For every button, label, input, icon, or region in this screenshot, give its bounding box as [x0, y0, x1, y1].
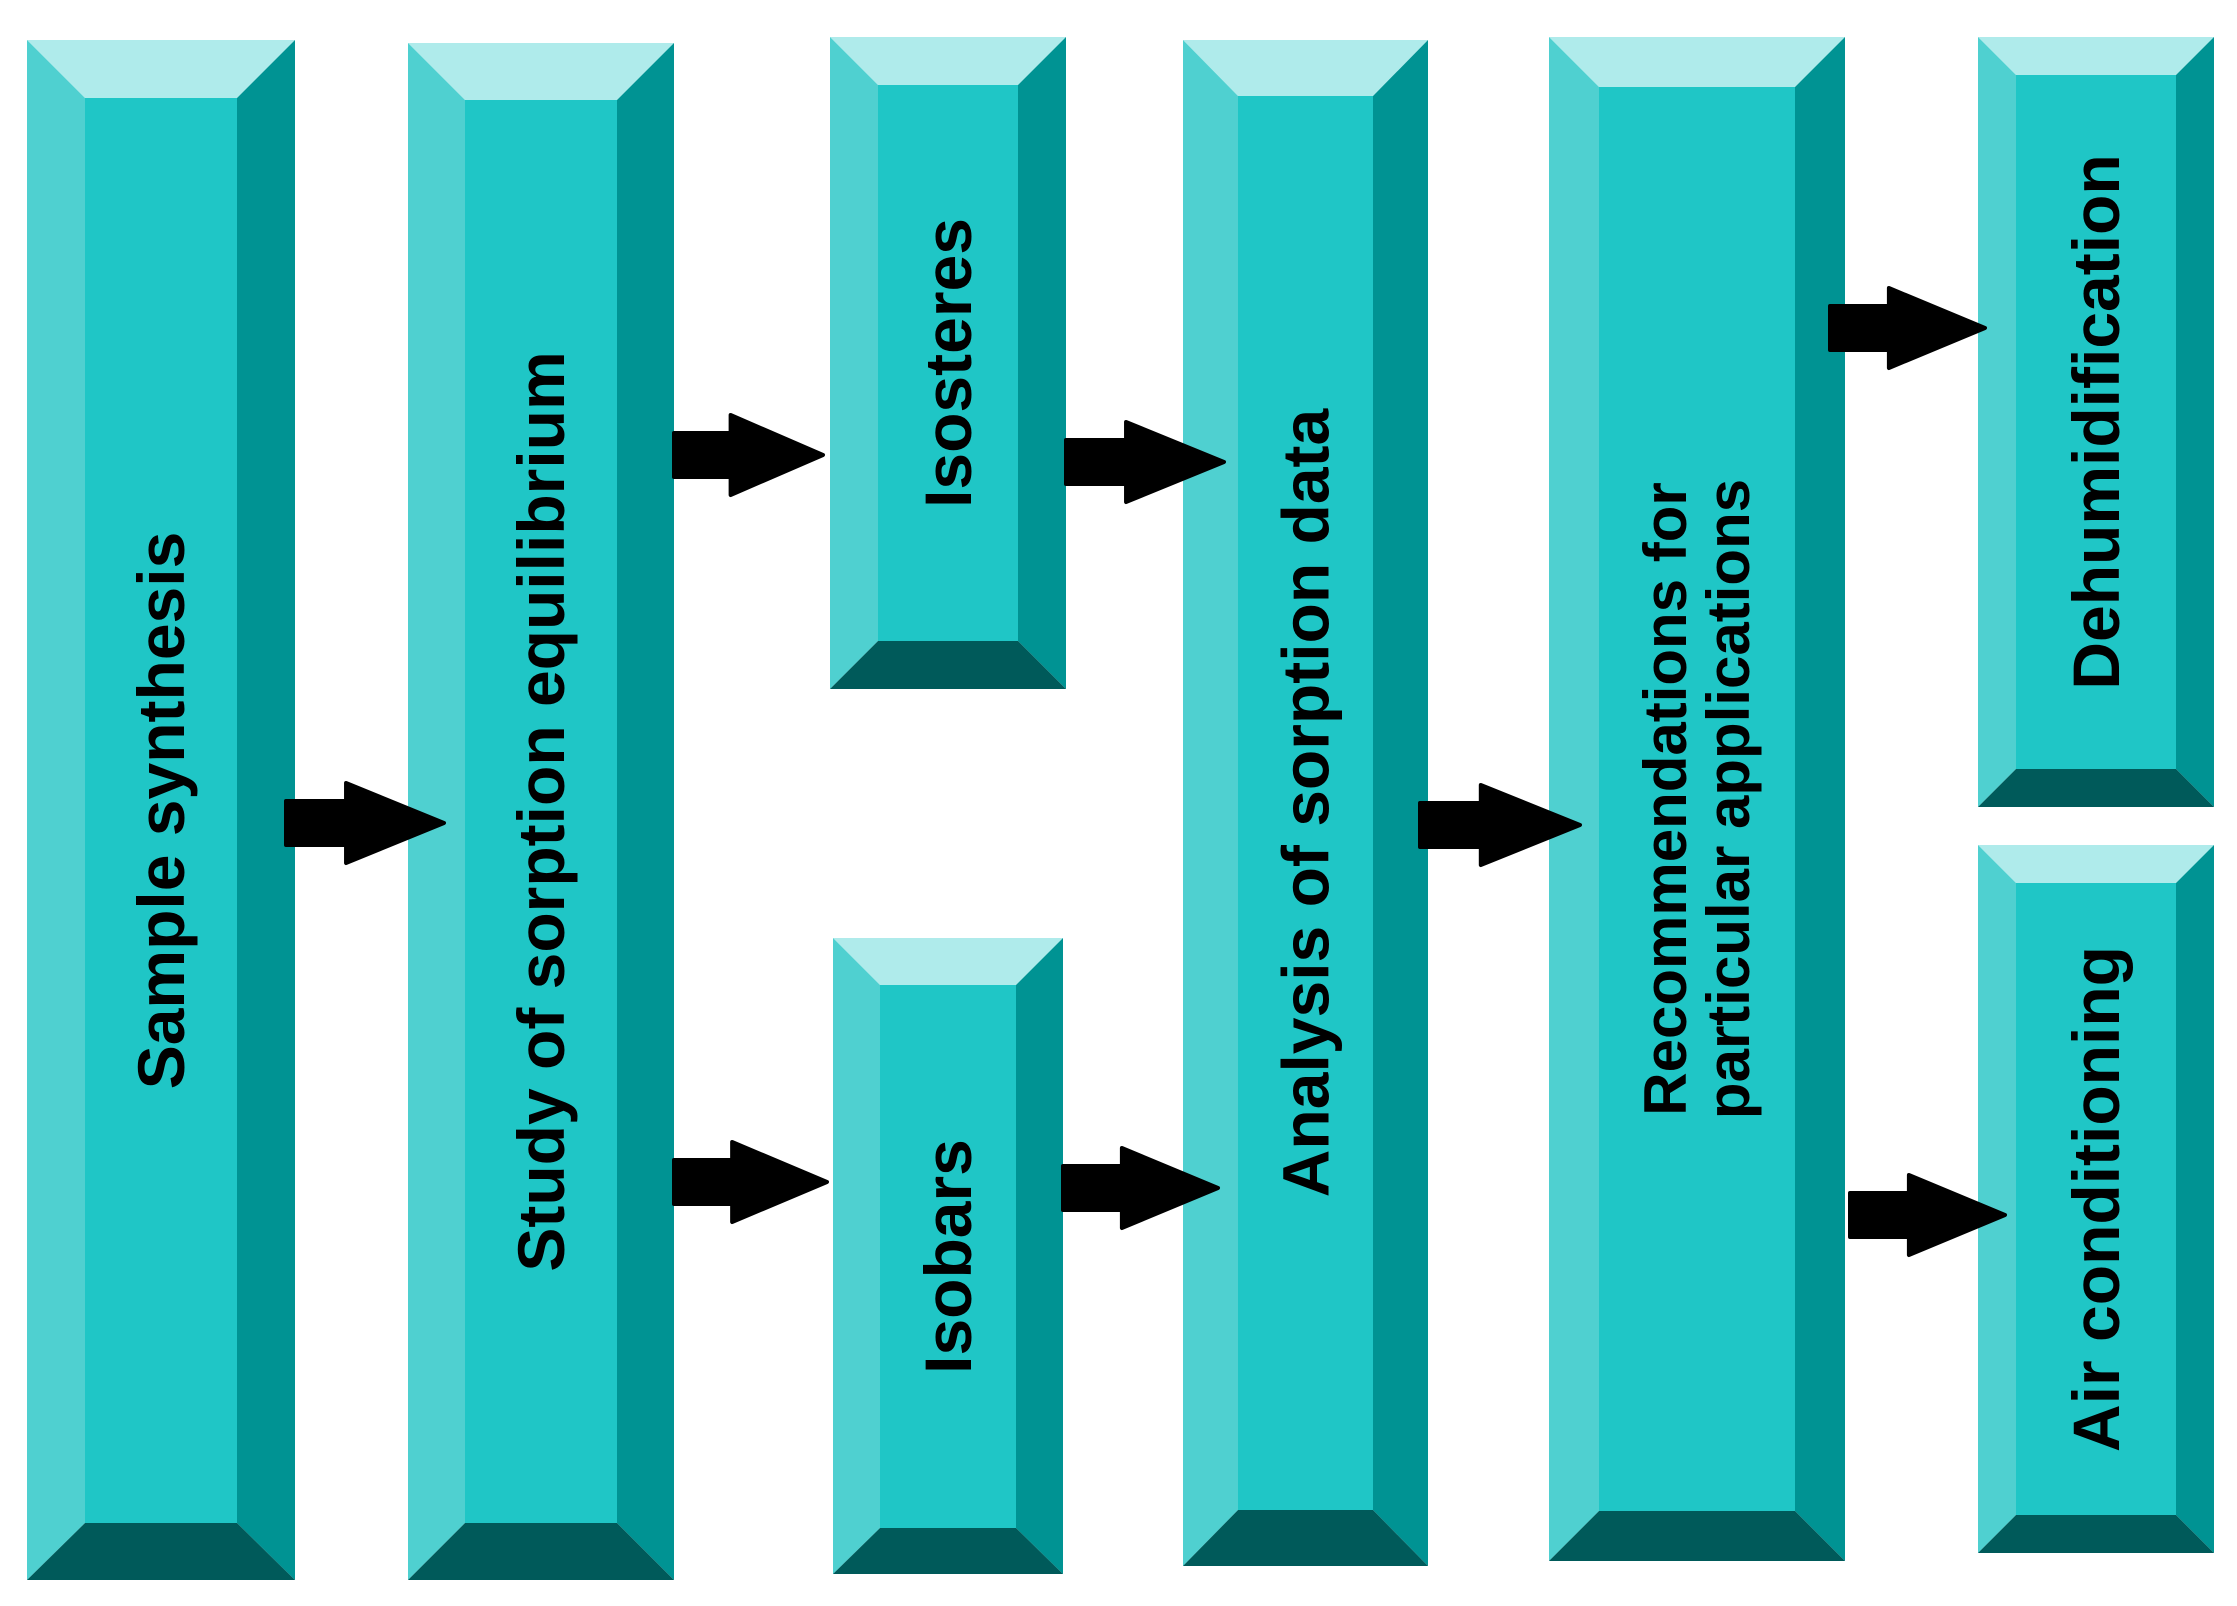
box-label-recommendations-line-1: Recommendations for [1632, 482, 1699, 1115]
box-face [1599, 87, 1795, 1511]
arrow-sorption-equilibrium-to-isobars [672, 1140, 829, 1224]
box-bevel-top [1978, 845, 2214, 883]
box-face [1238, 96, 1373, 1510]
box-bevel-bottom [1549, 1511, 1845, 1561]
box-label-isobars: Isobars [911, 1139, 985, 1374]
box-bevel-left [27, 40, 85, 1580]
box-bevel-top [408, 43, 674, 100]
box-air-conditioning: Air conditioning [1978, 845, 2214, 1553]
box-isobars: Isobars [833, 938, 1063, 1574]
box-isosteres: Isosteres [830, 37, 1066, 689]
box-bevel-right [1018, 37, 1066, 689]
box-bevel-top [830, 37, 1066, 85]
box-bevel-right [1016, 938, 1063, 1574]
box-bevel-bottom [1978, 769, 2214, 807]
box-bevel-left [833, 938, 880, 1574]
box-sample-synthesis: Sample synthesis [27, 40, 295, 1580]
box-label-dehumidification: Dehumidification [2059, 154, 2133, 689]
box-bevel-left [1183, 40, 1238, 1566]
box-label-air-conditioning: Air conditioning [2059, 946, 2133, 1452]
arrow-sample-synthesis-to-sorption-equilibrium [284, 781, 446, 865]
box-bevel-left [1978, 845, 2016, 1553]
box-bevel-left [1549, 37, 1599, 1561]
box-face [85, 98, 237, 1523]
box-bevel-top [1549, 37, 1845, 87]
box-bevel-bottom [830, 641, 1066, 689]
box-face [2016, 75, 2176, 769]
box-bevel-top [833, 938, 1063, 985]
box-bevel-right [2176, 845, 2214, 1553]
box-face [465, 100, 617, 1523]
arrow-recommendations-to-air-conditioning [1848, 1173, 2007, 1257]
box-bevel-top [27, 40, 295, 98]
box-bevel-bottom [27, 1523, 295, 1580]
box-bevel-left [408, 43, 465, 1580]
box-bevel-top [1183, 40, 1428, 96]
box-face [2016, 883, 2176, 1515]
box-label-sample-synthesis: Sample synthesis [124, 532, 198, 1090]
box-bevel-right [1373, 40, 1428, 1566]
arrow-recommendations-to-dehumidification [1828, 286, 1987, 370]
box-bevel-right [237, 40, 295, 1580]
arrow-isobars-to-analysis [1061, 1146, 1220, 1230]
arrow-sorption-equilibrium-to-isosteres [672, 413, 825, 497]
arrow-analysis-to-recommendations [1418, 783, 1582, 867]
box-bevel-bottom [1978, 1515, 2214, 1553]
box-bevel-right [1795, 37, 1845, 1561]
box-face [880, 985, 1016, 1528]
box-label-analysis: Analysis of sorption data [1269, 407, 1343, 1197]
box-bevel-bottom [1183, 1510, 1428, 1566]
box-dehumidification: Dehumidification [1978, 37, 2214, 807]
box-bevel-right [617, 43, 674, 1580]
box-bevel-bottom [833, 1528, 1063, 1574]
box-face [878, 85, 1018, 641]
box-bevel-top [1978, 37, 2214, 75]
box-analysis: Analysis of sorption data [1183, 40, 1428, 1566]
box-label-sorption-equilibrium: Study of sorption equilibrium [504, 351, 578, 1271]
box-bevel-left [830, 37, 878, 689]
box-bevel-right [2176, 37, 2214, 807]
box-bevel-left [1978, 37, 2016, 807]
box-sorption-equilibrium: Study of sorption equilibrium [408, 43, 674, 1580]
arrow-isosteres-to-analysis [1064, 420, 1226, 504]
box-label-recommendations-line-2: particular applications [1695, 479, 1762, 1119]
box-label-isosteres: Isosteres [911, 218, 985, 508]
box-bevel-bottom [408, 1523, 674, 1580]
